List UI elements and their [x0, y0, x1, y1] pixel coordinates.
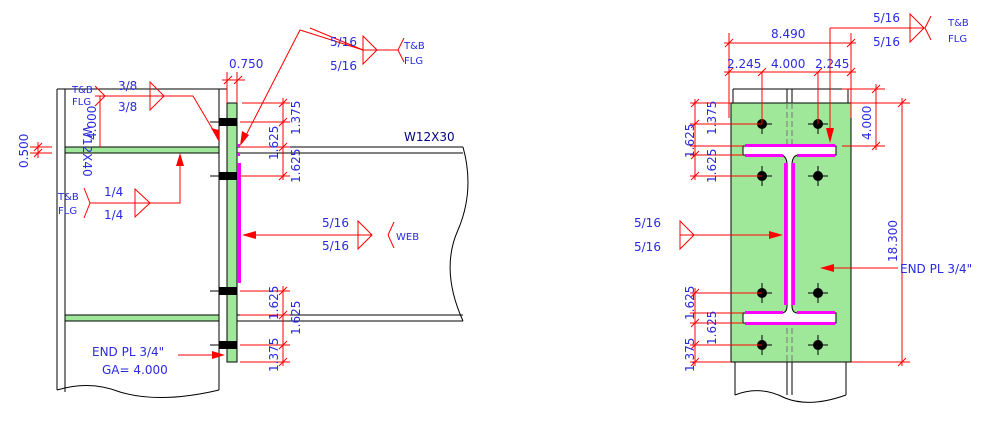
bolt-dim: 1.375 [683, 338, 697, 372]
bolt [219, 118, 237, 126]
weld-size-bottom: 5/16 [322, 239, 349, 253]
weld-size-top: 5/16 [634, 216, 661, 230]
weld-size-top: 5/16 [330, 35, 357, 49]
bolt [808, 166, 828, 186]
bolts [210, 118, 237, 349]
bolt-dim: 1.625 [705, 311, 719, 345]
plate-thickness-dim: 0.750 [229, 57, 263, 71]
weld-note: T&B [71, 85, 93, 96]
gage-label: GA= 4.000 [102, 363, 168, 377]
bolt-dim: 1.625 [683, 286, 697, 320]
beam-label: W12X30 [404, 130, 455, 144]
web-weld [237, 163, 241, 283]
edge-dim: 2.245 [727, 57, 761, 71]
weld-size-bottom: 5/16 [873, 35, 900, 49]
bolt-dim: 1.375 [705, 101, 719, 135]
column-bottom-stiffener [64, 314, 220, 322]
bolts [752, 114, 828, 355]
bolt-dim: 1.625 [705, 149, 719, 183]
overall-width-dim: 8.490 [771, 27, 805, 41]
weld-size-top: 5/16 [322, 216, 349, 230]
weld-note: FLG [404, 56, 423, 67]
flange-weld [237, 144, 240, 147]
weld-note: T&B [947, 18, 969, 29]
bolt-dim: 1.625 [267, 286, 281, 320]
weld-note: WEB [396, 232, 419, 243]
bolt-dim: 1.375 [289, 101, 303, 135]
bolt-dim: 1.625 [267, 126, 281, 160]
weld-note: FLG [72, 97, 91, 108]
weld-size-bottom: 5/16 [634, 240, 661, 254]
bolt-dim: 1.625 [289, 149, 303, 183]
end-plate-label: END PL 3/4" [92, 345, 164, 359]
plate-height-dim: 18.300 [886, 220, 900, 262]
bolt-dim: 1.625 [289, 301, 303, 335]
weld-size-top: 3/8 [118, 79, 137, 93]
flange-gap-dim: 0.500 [17, 134, 31, 168]
end-view: 8.490 2.245 4.000 2.245 5/16 5/16 T&B FL… [634, 11, 972, 403]
bolt [219, 287, 237, 295]
column [56, 88, 228, 399]
gage-dim: 4.000 [771, 57, 805, 71]
flange-weld [237, 153, 240, 156]
end-plate-label: END PL 3/4" [900, 262, 972, 276]
weld-note: T&B [57, 192, 79, 203]
bolt [219, 172, 237, 180]
weld-size-bottom: 1/4 [104, 208, 123, 222]
weld-size-top: 5/16 [873, 11, 900, 25]
bolt [219, 341, 237, 349]
beam [237, 146, 469, 322]
weld-size-top: 1/4 [104, 185, 123, 199]
bolt [808, 335, 828, 355]
top-extension-dim: 4.000 [860, 106, 874, 140]
weld-note: T&B [403, 41, 425, 52]
edge-dim: 2.245 [815, 57, 849, 71]
bolt-dim: 1.375 [267, 338, 281, 372]
end-plate [226, 102, 238, 363]
bolt-dim: 1.625 [683, 124, 697, 158]
weld-note: FLG [948, 34, 967, 45]
gage-dim: 4.000 [85, 106, 99, 140]
weld-size-bottom: 5/16 [330, 59, 357, 73]
column-label: W12X40 [80, 126, 94, 177]
side-view: 0.750 0.500 W12X40 4.000 3/8 3/8 T&B FLG… [17, 27, 469, 399]
weld-size-bottom: 3/8 [118, 100, 137, 114]
column-top-stiffener [64, 146, 220, 154]
bolt [808, 283, 828, 303]
beam-section [742, 144, 837, 325]
weld-note: FLG [58, 206, 77, 217]
